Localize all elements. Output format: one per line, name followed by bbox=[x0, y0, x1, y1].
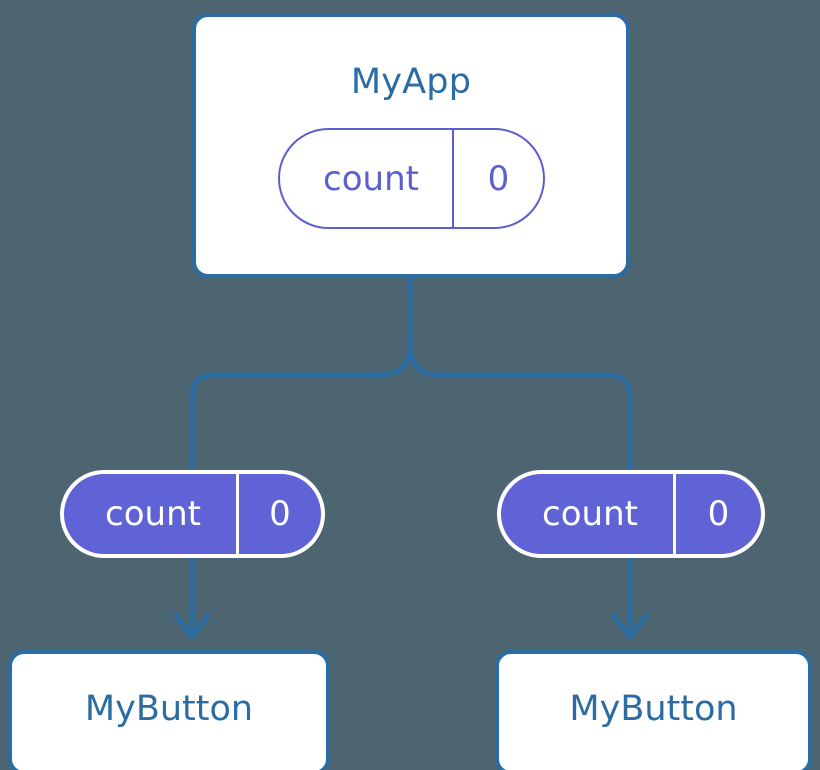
state-pill-myapp[interactable]: count 0 bbox=[278, 128, 545, 229]
split-right-curve bbox=[407, 343, 608, 378]
split-left-curve bbox=[214, 343, 413, 378]
state-pill-branch-left-key: count bbox=[105, 494, 201, 534]
arrow-left-head bbox=[173, 613, 211, 640]
state-pill-branch-left[interactable]: count 0 bbox=[60, 470, 325, 558]
component-mybutton-left[interactable]: MyButton bbox=[8, 650, 330, 770]
state-pill-myapp-key: count bbox=[323, 158, 419, 199]
component-mybutton-left-label: MyButton bbox=[84, 689, 254, 729]
component-mybutton-right-label: MyButton bbox=[569, 689, 738, 729]
state-pill-branch-right-value: 0 bbox=[673, 474, 761, 554]
arrow-right-head bbox=[611, 613, 649, 640]
component-myapp[interactable]: MyApp bbox=[192, 13, 630, 278]
component-mybutton-right[interactable]: MyButton bbox=[495, 650, 812, 770]
state-pill-myapp-value: 0 bbox=[452, 130, 543, 227]
branch-left-line bbox=[189, 372, 215, 478]
state-pill-branch-left-value: 0 bbox=[236, 474, 321, 554]
component-myapp-label: MyApp bbox=[350, 62, 472, 102]
branch-right-line bbox=[607, 372, 633, 478]
state-pill-branch-right-key: count bbox=[542, 494, 638, 534]
state-pill-branch-right[interactable]: count 0 bbox=[497, 470, 765, 558]
